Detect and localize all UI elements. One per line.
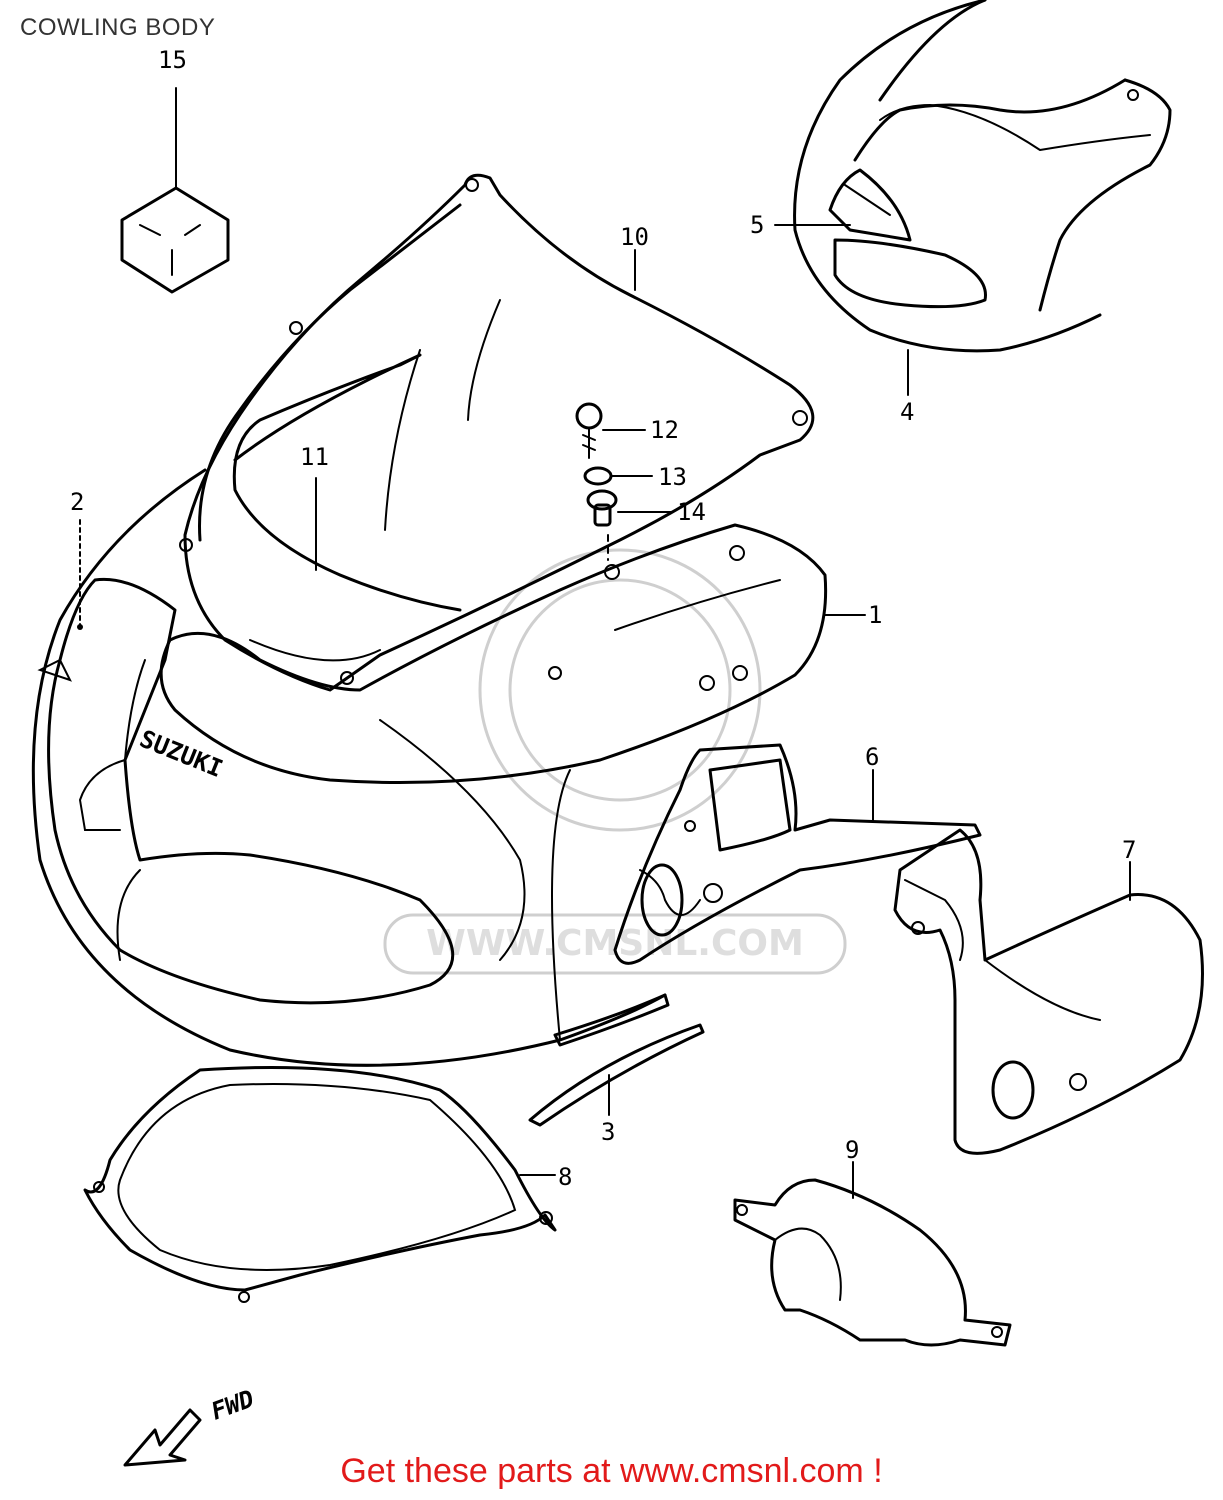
- callout-15: 15: [158, 46, 187, 74]
- callout-3: 3: [601, 1118, 615, 1146]
- part-8-lower-panel: [83, 1066, 557, 1303]
- part-6-inner-bracket: [613, 743, 982, 965]
- part-7-inner-side-panel: [893, 828, 1204, 1155]
- part-9-mount-bracket: [733, 1161, 1012, 1347]
- part-11-inner-panel: [232, 353, 462, 612]
- part-3-trim-strip: [528, 993, 705, 1127]
- callout-11: 11: [300, 443, 329, 471]
- callout-4: 4: [900, 398, 914, 426]
- watermark-logo: WWW.CMSNL.COM: [383, 548, 847, 975]
- direction-mark: FWD: [207, 1384, 257, 1425]
- callout-14: 14: [677, 498, 706, 526]
- diagram-title: COWLING BODY: [20, 14, 216, 41]
- footer-link[interactable]: Get these parts at www.cmsnl.com !: [340, 1452, 883, 1490]
- callout-9: 9: [845, 1136, 859, 1164]
- callout-10: 10: [620, 223, 649, 251]
- callout-5: 5: [750, 211, 764, 239]
- callout-7: 7: [1122, 836, 1136, 864]
- part-15-sticker: [120, 87, 230, 294]
- part-14-nut: [586, 489, 673, 561]
- callout-12: 12: [650, 416, 679, 444]
- callout-6: 6: [865, 743, 879, 771]
- brand-mark: SUZUKI: [136, 725, 227, 783]
- callout-13: 13: [658, 463, 687, 491]
- part-1-upper-cowl: [159, 523, 866, 784]
- part-4-front-fairing: [793, 0, 1172, 396]
- callout-8: 8: [558, 1163, 572, 1191]
- callout-1: 1: [868, 601, 882, 629]
- watermark-text: WWW.CMSNL.COM: [426, 923, 804, 964]
- part-10-windscreen: [179, 173, 815, 692]
- part-13-washer: [583, 466, 653, 486]
- part-12-screw: [575, 402, 646, 459]
- callout-2: 2: [70, 488, 84, 516]
